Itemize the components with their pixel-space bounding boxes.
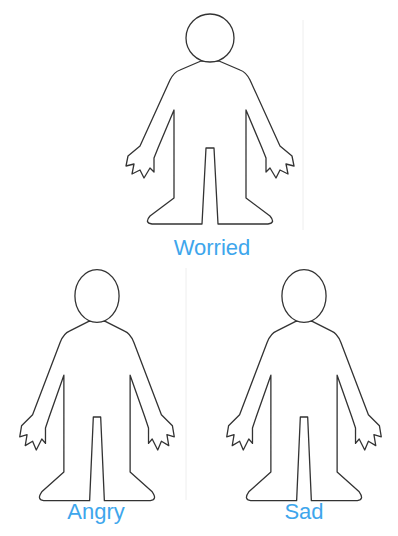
person-outline (20, 270, 175, 501)
person-outline (227, 270, 382, 501)
emotion-label: Worried (174, 235, 251, 261)
person-outline (126, 14, 294, 224)
emotion-label: Sad (284, 499, 323, 525)
panel-divider (303, 20, 304, 230)
panel-divider (186, 268, 187, 500)
emotion-label: Angry (67, 499, 124, 525)
